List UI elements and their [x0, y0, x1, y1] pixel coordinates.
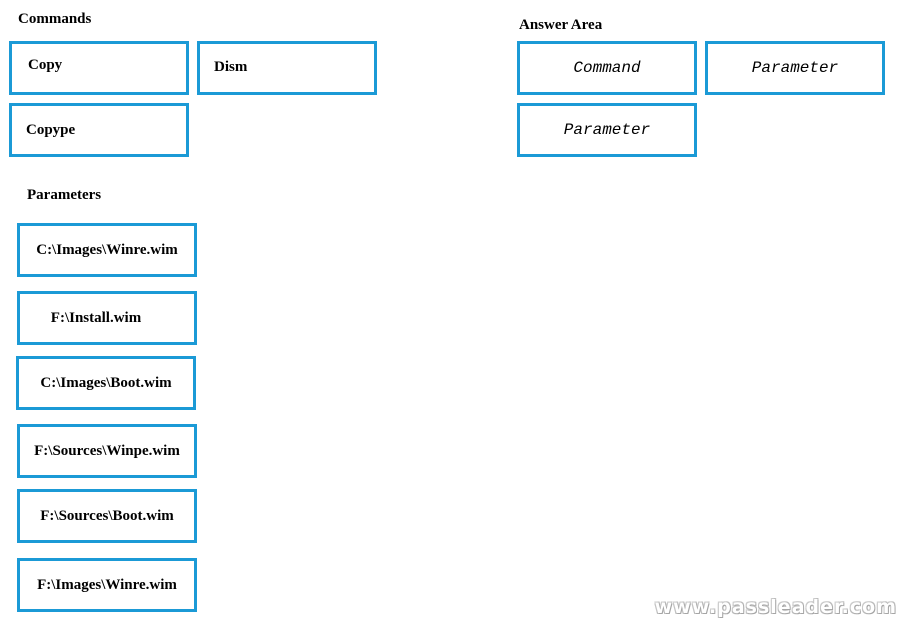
answer-slot-parameter-2[interactable]: Parameter	[517, 103, 697, 157]
command-label: Copy	[28, 57, 63, 73]
answer-slot-label: Parameter	[751, 59, 839, 77]
parameter-label: C:\Images\Boot.wim	[40, 375, 172, 391]
parameter-f-sources-boot[interactable]: F:\Sources\Boot.wim	[17, 489, 197, 543]
parameters-heading: Parameters	[27, 187, 102, 203]
answer-area-heading: Answer Area	[519, 17, 603, 33]
command-label: Copype	[26, 122, 76, 138]
answer-slot-parameter-1[interactable]: Parameter	[705, 41, 885, 95]
parameter-label: F:\Images\Winre.wim	[37, 577, 177, 593]
parameter-c-images-boot[interactable]: C:\Images\Boot.wim	[16, 356, 196, 410]
parameter-c-images-winre[interactable]: C:\Images\Winre.wim	[17, 223, 197, 277]
parameter-f-install[interactable]: F:\Install.wim	[17, 291, 197, 345]
watermark: www.passleader.com	[654, 596, 897, 618]
parameter-f-sources-winpe[interactable]: F:\Sources\Winpe.wim	[17, 424, 197, 478]
parameter-label: C:\Images\Winre.wim	[36, 242, 178, 258]
parameter-label: F:\Install.wim	[50, 310, 142, 326]
parameter-label: F:\Sources\Boot.wim	[40, 508, 174, 524]
answer-slot-label: Command	[573, 59, 641, 77]
commands-heading: Commands	[18, 11, 92, 27]
command-copype[interactable]: Copype	[9, 103, 189, 157]
answer-slot-label: Parameter	[563, 121, 651, 139]
command-dism[interactable]: Dism	[197, 41, 377, 95]
parameter-label: F:\Sources\Winpe.wim	[34, 443, 180, 459]
answer-slot-command[interactable]: Command	[517, 41, 697, 95]
command-label: Dism	[214, 59, 248, 75]
command-copy[interactable]: Copy	[9, 41, 189, 95]
parameter-f-images-winre[interactable]: F:\Images\Winre.wim	[17, 558, 197, 612]
